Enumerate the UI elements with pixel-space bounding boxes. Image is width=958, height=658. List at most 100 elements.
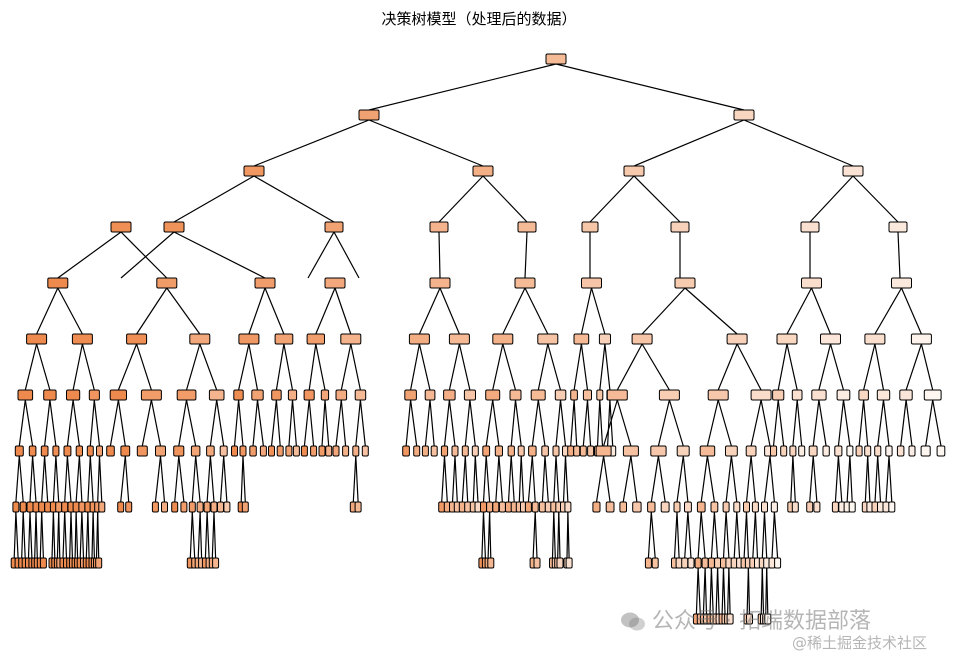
tree-edge	[810, 287, 832, 335]
tree-node	[770, 445, 778, 457]
tree-edge	[786, 343, 798, 391]
tree-node	[694, 557, 702, 569]
tree-node	[660, 501, 670, 513]
tree-edge	[288, 399, 294, 447]
tree-edge	[44, 399, 51, 447]
tree-edge	[52, 455, 57, 503]
tree-node	[332, 445, 340, 457]
tree-node	[746, 613, 753, 625]
tree-edge	[252, 399, 259, 447]
tree-node	[325, 445, 333, 457]
tree-edge	[736, 511, 741, 559]
tree-node	[750, 389, 772, 401]
tree-edge	[846, 455, 851, 503]
tree-edge	[352, 455, 357, 503]
watermark-secondary: @稀土掘金技术社区	[792, 634, 928, 652]
tree-node	[808, 445, 818, 457]
tree-node	[61, 501, 69, 513]
tree-edge	[340, 399, 347, 447]
tree-edge	[308, 399, 315, 447]
tree-node	[361, 445, 369, 457]
tree-edge	[117, 399, 126, 447]
tree-node	[40, 445, 49, 457]
tree-node	[440, 445, 449, 457]
tree-edge	[564, 455, 569, 503]
tree-node	[203, 501, 211, 513]
tree-node	[647, 501, 656, 513]
tree-edge	[66, 455, 72, 503]
tree-node	[822, 445, 830, 457]
tree-node	[233, 389, 244, 401]
tree-node	[310, 445, 318, 457]
tree-edge	[684, 287, 738, 335]
tree-node	[231, 445, 238, 457]
tree-node	[567, 445, 575, 457]
tree-node	[791, 389, 803, 401]
tree-edge	[485, 399, 494, 447]
tree-edge	[809, 175, 854, 223]
tree-edge	[882, 399, 890, 447]
tree-node	[342, 445, 350, 457]
tree-node	[714, 557, 722, 569]
tree-node	[494, 445, 503, 457]
tree-node	[707, 557, 715, 569]
tree-node	[699, 445, 716, 457]
tree-edge	[438, 231, 441, 279]
tree-edge	[448, 343, 460, 391]
tree-edge	[596, 399, 601, 447]
tree-edge	[818, 399, 827, 447]
tree-edge	[786, 287, 813, 335]
tree-node	[223, 501, 231, 513]
tree-node	[47, 277, 69, 289]
tree-edge	[684, 511, 689, 559]
tree-node	[622, 445, 639, 457]
tree-node	[524, 501, 532, 513]
tree-edge	[120, 231, 168, 279]
tree-node	[78, 501, 86, 513]
tree-edge	[586, 399, 592, 447]
tree-edge	[87, 455, 91, 503]
watermark-primary: 公众号 · 拓端数据部落	[620, 603, 871, 635]
tree-node	[581, 277, 602, 289]
tree-edge	[109, 399, 119, 447]
tree-edge	[492, 399, 500, 447]
tree-node	[743, 501, 750, 513]
tree-edge	[242, 455, 246, 503]
tree-edge	[706, 399, 719, 447]
tree-node	[17, 389, 34, 401]
tree-node	[552, 445, 560, 457]
tree-edge	[792, 399, 798, 447]
tree-edge	[159, 455, 166, 503]
tree-node	[28, 445, 37, 457]
tree-edge	[270, 399, 277, 447]
tree-edge	[604, 343, 611, 391]
tree-edge	[874, 343, 885, 391]
tree-edge	[582, 399, 589, 447]
tree-edge	[863, 399, 869, 447]
tree-node	[592, 501, 601, 513]
tree-edge	[562, 455, 567, 503]
tree-edge	[888, 455, 893, 503]
tree-edge	[405, 399, 412, 447]
tree-node	[408, 333, 430, 345]
tree-edge	[97, 455, 101, 503]
tree-edge	[725, 511, 730, 559]
tree-node	[471, 445, 479, 457]
tree-node	[163, 221, 185, 233]
tree-edge	[668, 399, 684, 447]
tree-node	[120, 445, 131, 457]
tree-edge	[863, 343, 876, 391]
tree-node	[109, 389, 127, 401]
tree-node	[573, 333, 590, 345]
tree-node	[324, 277, 346, 289]
tree-node	[285, 445, 293, 457]
tree-edge	[750, 399, 762, 447]
tree-node	[650, 445, 667, 457]
tree-edge	[81, 343, 95, 391]
tree-node	[451, 445, 459, 457]
tree-node	[38, 501, 46, 513]
tree-edge	[897, 231, 901, 279]
tree-edge	[766, 567, 769, 615]
tree-edge	[541, 455, 546, 503]
tree-node	[644, 557, 652, 569]
